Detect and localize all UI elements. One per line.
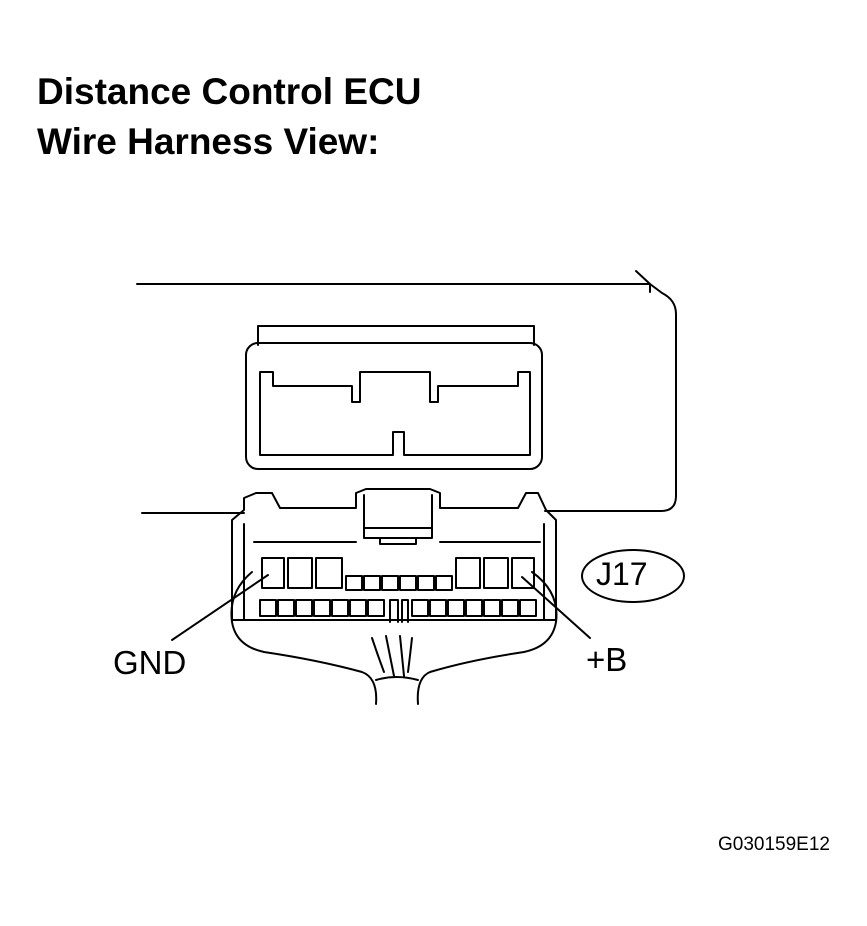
harness-tape-band bbox=[375, 676, 419, 681]
ecu-housing-outline bbox=[136, 283, 677, 512]
upper-plug-top-bevel bbox=[257, 325, 535, 346]
connector-latch bbox=[363, 494, 433, 539]
terminal-row-bottom bbox=[259, 599, 537, 617]
upper-plug-inner-profile bbox=[259, 371, 531, 456]
ecu-housing-corner-notch bbox=[635, 270, 651, 293]
harness-outline-left bbox=[230, 571, 378, 705]
gnd-leader-line bbox=[171, 574, 269, 641]
connector-center-key bbox=[389, 599, 409, 623]
b-leader-line bbox=[521, 576, 591, 639]
figure-code: G030159E12 bbox=[718, 834, 830, 855]
connector-id-ellipse bbox=[581, 549, 685, 603]
upper-plug-body bbox=[245, 342, 543, 470]
connector-latch-tab bbox=[379, 537, 417, 545]
diagram-title-line1: Distance Control ECU bbox=[37, 71, 422, 112]
gnd-terminal-label: GND bbox=[113, 644, 187, 681]
terminal-row-top bbox=[261, 557, 535, 591]
b-terminal-label: +B bbox=[586, 641, 628, 678]
connector-id-label: J17 bbox=[596, 556, 648, 592]
diagram-title-line2: Wire Harness View: bbox=[37, 121, 380, 162]
harness-outline-right bbox=[416, 571, 558, 705]
connector-inner-frame bbox=[243, 523, 545, 621]
connector-housing-outline bbox=[231, 488, 557, 623]
harness-wires bbox=[371, 635, 413, 677]
